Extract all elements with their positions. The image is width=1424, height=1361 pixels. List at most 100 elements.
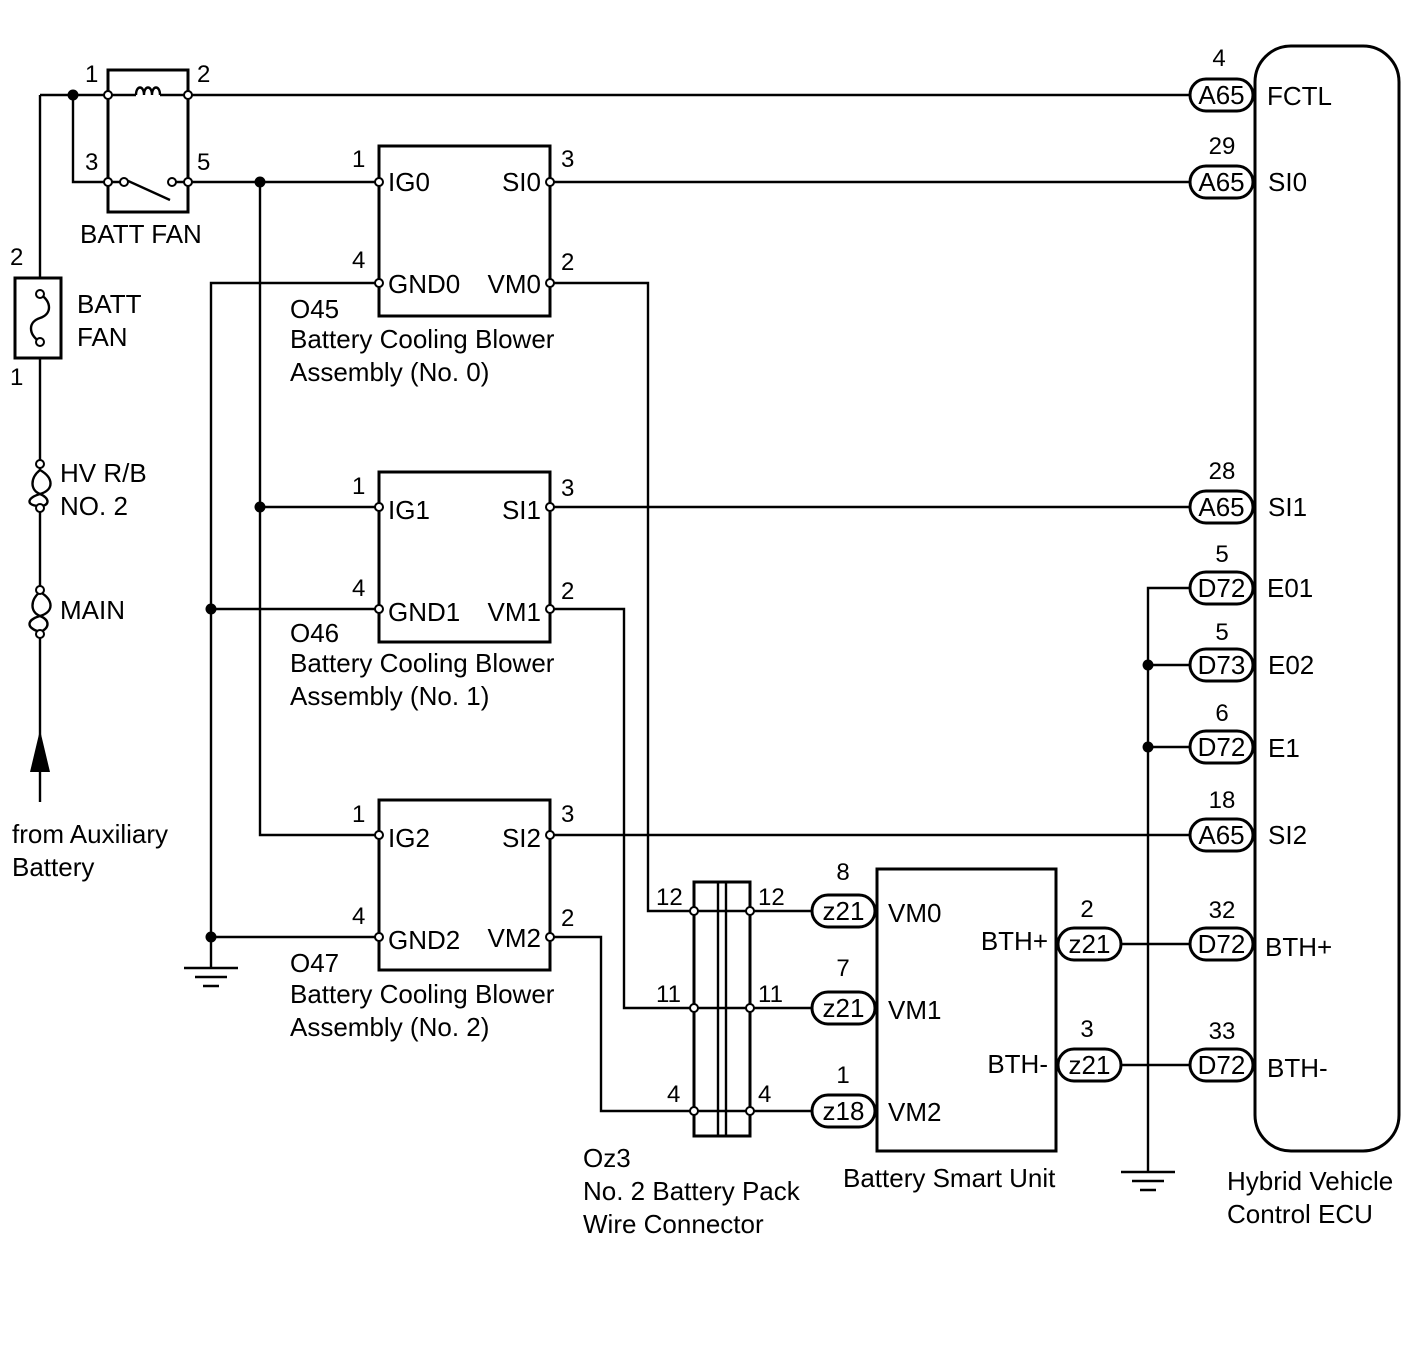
blower0-name-1: Battery Cooling Blower <box>290 324 555 354</box>
blower1-ig: IG1 <box>388 495 430 525</box>
ecu-fctl-pin: 4 <box>1212 45 1225 72</box>
relay-batt-fan <box>103 68 193 214</box>
blower1-name-1: Battery Cooling Blower <box>290 648 555 678</box>
blower1-si: SI1 <box>502 495 541 525</box>
blower1-id: O46 <box>290 618 339 648</box>
blower0-vm-pin: 2 <box>561 249 574 276</box>
ecu-bthp-pin: 32 <box>1209 897 1236 924</box>
relay-pin-3: 3 <box>85 149 98 176</box>
fuse-batt-fan-label-2: FAN <box>77 322 128 352</box>
junction-dot <box>1142 741 1154 753</box>
fuse-hvrb-icon <box>28 459 52 513</box>
ecu-si1-conn: A65 <box>1198 492 1244 522</box>
ecu-e01-name: E01 <box>1267 573 1313 603</box>
conn-bthp-pin: 2 <box>1080 896 1093 923</box>
ecu-label-1: Hybrid Vehicle <box>1227 1166 1393 1196</box>
conn-vm0-pin: 8 <box>836 859 849 886</box>
blower2-ig-pin: 1 <box>352 801 365 828</box>
blower1-si-pin: 3 <box>561 475 574 502</box>
junction-dot <box>205 931 217 943</box>
ecu-e02-conn: D73 <box>1198 650 1246 680</box>
ecu-si0-pin: 29 <box>1209 133 1236 160</box>
conn-bthm-pin: 3 <box>1080 1016 1093 1043</box>
ground-symbol-left <box>184 966 238 988</box>
blower0-name-2: Assembly (No. 0) <box>290 357 489 387</box>
conn-vm2-pin: 1 <box>836 1062 849 1089</box>
blower-2 <box>374 798 555 972</box>
source-label-2: Battery <box>12 852 94 882</box>
smart-vm0: VM0 <box>888 898 941 928</box>
fuse-hvrb-label-1: HV R/B <box>60 458 147 488</box>
conn-bthm: z21 <box>1069 1050 1111 1080</box>
relay-pin-1: 1 <box>85 61 98 88</box>
fuse-pin-top: 2 <box>10 244 23 271</box>
blower0-ig-pin: 1 <box>352 146 365 173</box>
oz3-pin-12-right: 12 <box>758 884 785 911</box>
connector-pill <box>1188 817 1255 853</box>
blower2-vm: VM2 <box>488 923 541 953</box>
relay-pin-2: 2 <box>197 61 210 88</box>
ecu-si1-name: SI1 <box>1268 492 1307 522</box>
blower2-id: O47 <box>290 948 339 978</box>
junctions <box>67 89 1154 943</box>
blower2-name-1: Battery Cooling Blower <box>290 979 555 1009</box>
ecu-bthp-name: BTH+ <box>1265 932 1332 962</box>
ground-symbol-right <box>1121 1170 1175 1192</box>
conn-vm1-pin: 7 <box>836 955 849 982</box>
blower2-ig: IG2 <box>388 823 430 853</box>
smart-unit-label: Battery Smart Unit <box>843 1163 1056 1193</box>
blower1-gnd: GND1 <box>388 597 460 627</box>
connector-pill <box>810 1093 877 1129</box>
oz3-id: Oz3 <box>583 1143 631 1173</box>
oz3-pin-4-right: 4 <box>758 1081 771 1108</box>
blower0-ig: IG0 <box>388 167 430 197</box>
ecu-fctl-conn: A65 <box>1198 80 1244 110</box>
junction-dot <box>254 501 266 513</box>
conn-vm2: z18 <box>823 1096 865 1126</box>
oz3-pin-11-left: 11 <box>656 981 681 1008</box>
ecu-e1-conn: D72 <box>1198 732 1246 762</box>
ecu-e02-name: E02 <box>1268 650 1314 680</box>
wires <box>38 93 1190 1172</box>
conn-bthp: z21 <box>1069 929 1111 959</box>
blower0-vm: VM0 <box>488 269 541 299</box>
connector-pill <box>1188 77 1255 113</box>
blower1-vm: VM1 <box>488 597 541 627</box>
blower2-si-pin: 3 <box>561 801 574 828</box>
blower0-gnd: GND0 <box>388 269 460 299</box>
wire-ecu-gnd <box>1146 586 1190 1172</box>
blower2-vm-pin: 2 <box>561 905 574 932</box>
conn-vm1: z21 <box>823 993 865 1023</box>
arrow-up-icon <box>30 730 50 802</box>
ecu-bthp-conn: D72 <box>1198 929 1246 959</box>
ecu-fctl-name: FCTL <box>1267 81 1332 111</box>
ecu-label-2: Control ECU <box>1227 1199 1373 1229</box>
ecu-si0-name: SI0 <box>1268 167 1307 197</box>
blower1-name-2: Assembly (No. 1) <box>290 681 489 711</box>
blower-1 <box>374 470 555 644</box>
fuse-hvrb-label-2: NO. 2 <box>60 491 128 521</box>
relay-label: BATT FAN <box>80 219 202 249</box>
ecu-si1-pin: 28 <box>1209 458 1236 485</box>
blower1-ig-pin: 1 <box>352 473 365 500</box>
ecu-bthm-conn: D72 <box>1198 1050 1246 1080</box>
ecu-si2-conn: A65 <box>1198 820 1244 850</box>
connector-pill <box>1188 926 1255 962</box>
fuse-pin-bottom: 1 <box>10 364 23 391</box>
junction-dot <box>1142 659 1154 671</box>
blower2-name-2: Assembly (No. 2) <box>290 1012 489 1042</box>
blower2-si: SI2 <box>502 823 541 853</box>
oz3-pin-4-left: 4 <box>667 1081 680 1108</box>
connector-pill <box>1188 570 1255 606</box>
ecu-e1-name: E1 <box>1268 733 1300 763</box>
fuse-batt-fan <box>13 276 63 360</box>
connector-pill <box>1188 164 1255 200</box>
wire-vm2 <box>550 935 694 1113</box>
blower2-gnd-pin: 4 <box>352 903 365 930</box>
relay-pin-5: 5 <box>197 149 210 176</box>
connector-pill <box>1188 647 1255 683</box>
ecu-e01-conn: D72 <box>1198 573 1246 603</box>
junction-dot <box>67 89 79 101</box>
blower0-gnd-pin: 4 <box>352 247 365 274</box>
